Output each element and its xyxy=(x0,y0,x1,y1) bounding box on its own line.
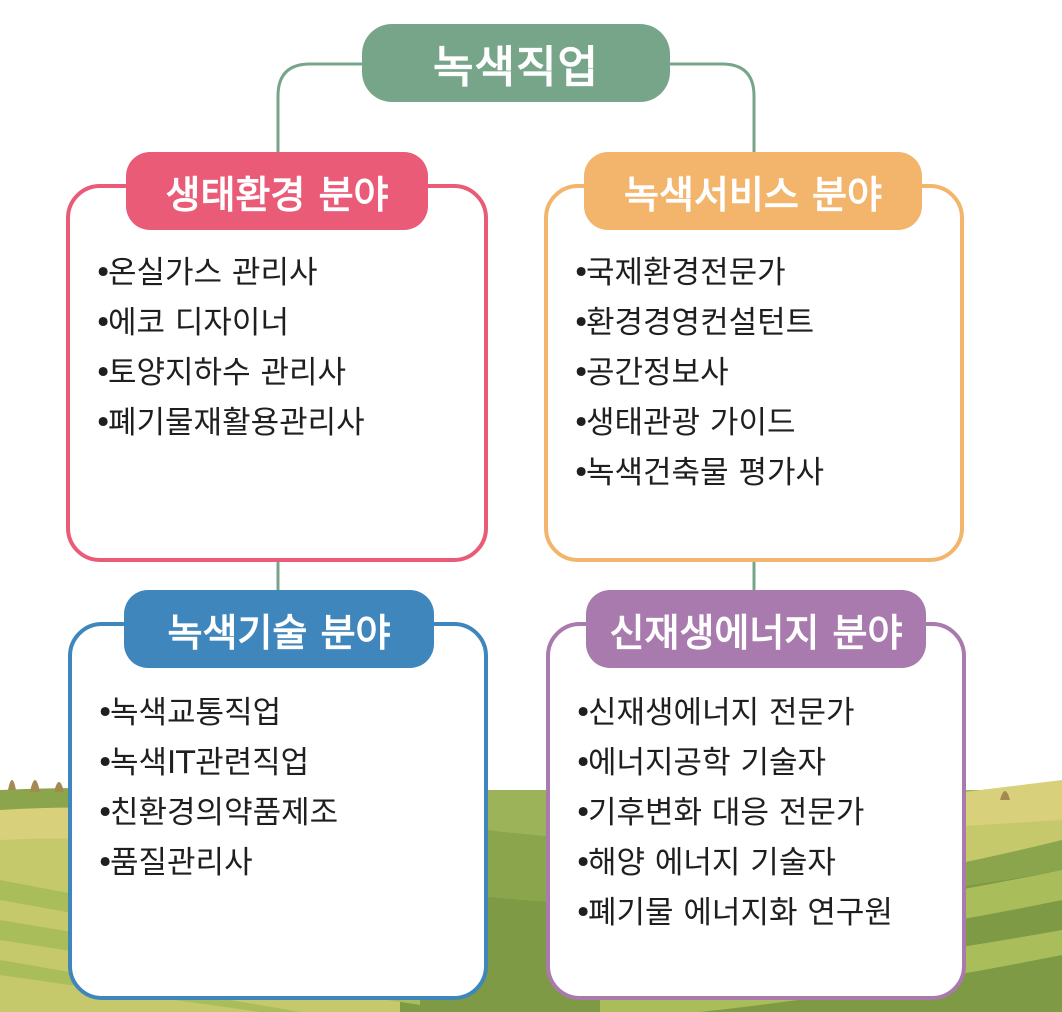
list-item: •신재생에너지 전문가 xyxy=(574,688,893,738)
list-item-label: 녹색교통직업 xyxy=(110,695,282,731)
list-item: •녹색건축물 평가사 xyxy=(572,448,824,498)
list-item: •환경경영컨설턴트 xyxy=(572,298,824,348)
bullet-icon: • xyxy=(572,455,591,491)
list-tech: •녹색교통직업•녹색IT관련직업•친환경의약품제조•품질관리사 xyxy=(96,688,338,888)
list-item: •녹색교통직업 xyxy=(96,688,338,738)
list-item: •품질관리사 xyxy=(96,838,338,888)
list-item: •폐기물 에너지화 연구원 xyxy=(574,888,893,938)
bullet-icon: • xyxy=(94,305,113,341)
bullet-icon: • xyxy=(574,795,593,831)
bullet-icon: • xyxy=(574,745,593,781)
list-item: •기후변화 대응 전문가 xyxy=(574,788,893,838)
bullet-icon: • xyxy=(572,255,591,291)
list-item-label: 생태관광 가이드 xyxy=(586,405,796,441)
root-node: 녹색직업 xyxy=(362,24,670,102)
header-tech: 녹색기술 분야 xyxy=(124,590,434,668)
list-item: •국제환경전문가 xyxy=(572,248,824,298)
list-item-label: 해양 에너지 기술자 xyxy=(588,845,836,881)
bullet-icon: • xyxy=(572,355,591,391)
bullet-icon: • xyxy=(94,255,113,291)
list-item: •에코 디자이너 xyxy=(94,298,365,348)
list-item-label: 녹색IT관련직업 xyxy=(110,745,310,781)
bullet-icon: • xyxy=(572,405,591,441)
panel-ecology xyxy=(66,184,488,562)
bullet-icon: • xyxy=(94,405,113,441)
list-item-label: 에너지공학 기술자 xyxy=(588,745,827,781)
list-service: •국제환경전문가•환경경영컨설턴트•공간정보사•생태관광 가이드•녹색건축물 평… xyxy=(572,248,824,498)
header-renewable: 신재생에너지 분야 xyxy=(586,590,926,668)
list-item-label: 온실가스 관리사 xyxy=(108,255,318,291)
list-item-label: 신재생에너지 전문가 xyxy=(588,695,855,731)
list-item: •생태관광 가이드 xyxy=(572,398,824,448)
list-renewable: •신재생에너지 전문가•에너지공학 기술자•기후변화 대응 전문가•해양 에너지… xyxy=(574,688,893,938)
bullet-icon: • xyxy=(574,695,593,731)
list-item: •토양지하수 관리사 xyxy=(94,348,365,398)
header-service: 녹색서비스 분야 xyxy=(584,152,922,230)
bullet-icon: • xyxy=(96,695,115,731)
list-item-label: 공간정보사 xyxy=(586,355,729,391)
list-item-label: 녹색건축물 평가사 xyxy=(586,455,825,491)
list-item: •공간정보사 xyxy=(572,348,824,398)
bullet-icon: • xyxy=(94,355,113,391)
bullet-icon: • xyxy=(574,895,593,931)
connector-root-right xyxy=(670,62,756,156)
list-item-label: 에코 디자이너 xyxy=(108,305,289,341)
connector-root-left xyxy=(276,62,362,156)
list-item: •해양 에너지 기술자 xyxy=(574,838,893,888)
list-item-label: 품질관리사 xyxy=(110,845,253,881)
list-item-label: 기후변화 대응 전문가 xyxy=(588,795,865,831)
list-item: •폐기물재활용관리사 xyxy=(94,398,365,448)
list-item-label: 폐기물 에너지화 연구원 xyxy=(588,895,893,931)
list-item-label: 환경경영컨설턴트 xyxy=(586,305,815,341)
list-item-label: 국제환경전문가 xyxy=(586,255,786,291)
bullet-icon: • xyxy=(96,745,115,781)
list-item: •녹색IT관련직업 xyxy=(96,738,338,788)
bullet-icon: • xyxy=(96,845,115,881)
panel-renewable xyxy=(546,622,966,1000)
bullet-icon: • xyxy=(572,305,591,341)
header-ecology: 생태환경 분야 xyxy=(126,152,428,230)
list-item: •에너지공학 기술자 xyxy=(574,738,893,788)
list-item-label: 친환경의약품제조 xyxy=(110,795,339,831)
list-item-label: 폐기물재활용관리사 xyxy=(108,405,365,441)
list-item: •온실가스 관리사 xyxy=(94,248,365,298)
list-ecology: •온실가스 관리사•에코 디자이너•토양지하수 관리사•폐기물재활용관리사 xyxy=(94,248,365,448)
list-item-label: 토양지하수 관리사 xyxy=(108,355,347,391)
bullet-icon: • xyxy=(96,795,115,831)
bullet-icon: • xyxy=(574,845,593,881)
list-item: •친환경의약품제조 xyxy=(96,788,338,838)
